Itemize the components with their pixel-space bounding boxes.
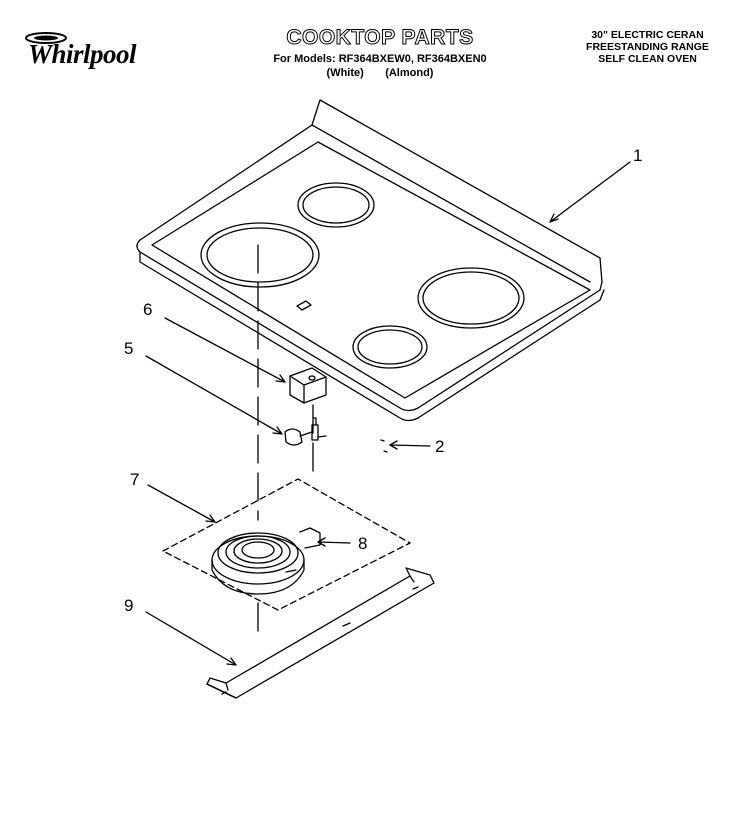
part-5-sensor xyxy=(284,417,327,446)
leader-lines xyxy=(145,161,631,666)
part-8-radiant-element xyxy=(211,527,321,595)
product-line-2: FREESTANDING RANGE xyxy=(586,41,709,53)
cooktop-main-top xyxy=(136,99,605,422)
models-line: For Models: RF364BXEW0, RF364BXEN0 xyxy=(273,53,487,65)
alignment-lines xyxy=(257,244,314,641)
callout-8: 8 xyxy=(358,534,368,553)
product-line-3: SELF CLEAN OVEN xyxy=(598,53,697,65)
part-6-bracket xyxy=(289,367,327,404)
whirlpool-logo xyxy=(25,32,67,44)
burner-elements xyxy=(200,182,525,369)
brand-name: Whirlpool xyxy=(28,39,137,69)
color-almond: (Almond) xyxy=(385,67,434,79)
callout-6: 6 xyxy=(143,300,153,319)
color-white: (White) xyxy=(326,67,364,79)
part-2-screw xyxy=(380,439,388,453)
callout-7: 7 xyxy=(130,470,140,489)
callout-2: 2 xyxy=(435,437,445,456)
page-title: COOKTOP PARTS xyxy=(286,26,474,50)
callout-1: 1 xyxy=(633,146,643,165)
callout-9: 9 xyxy=(124,596,134,615)
product-description: 30" ELECTRIC CERAN FREESTANDING RANGE SE… xyxy=(560,29,735,65)
callout-5: 5 xyxy=(124,339,134,358)
model-info: For Models: RF364BXEW0, RF364BXEN0 (Whit… xyxy=(250,52,510,80)
part-7-dashed-panel xyxy=(162,478,411,611)
colors-line: (White) (Almond) xyxy=(250,66,510,80)
part-9-support-bracket xyxy=(206,567,435,699)
product-line-1: 30" ELECTRIC CERAN xyxy=(591,29,704,41)
